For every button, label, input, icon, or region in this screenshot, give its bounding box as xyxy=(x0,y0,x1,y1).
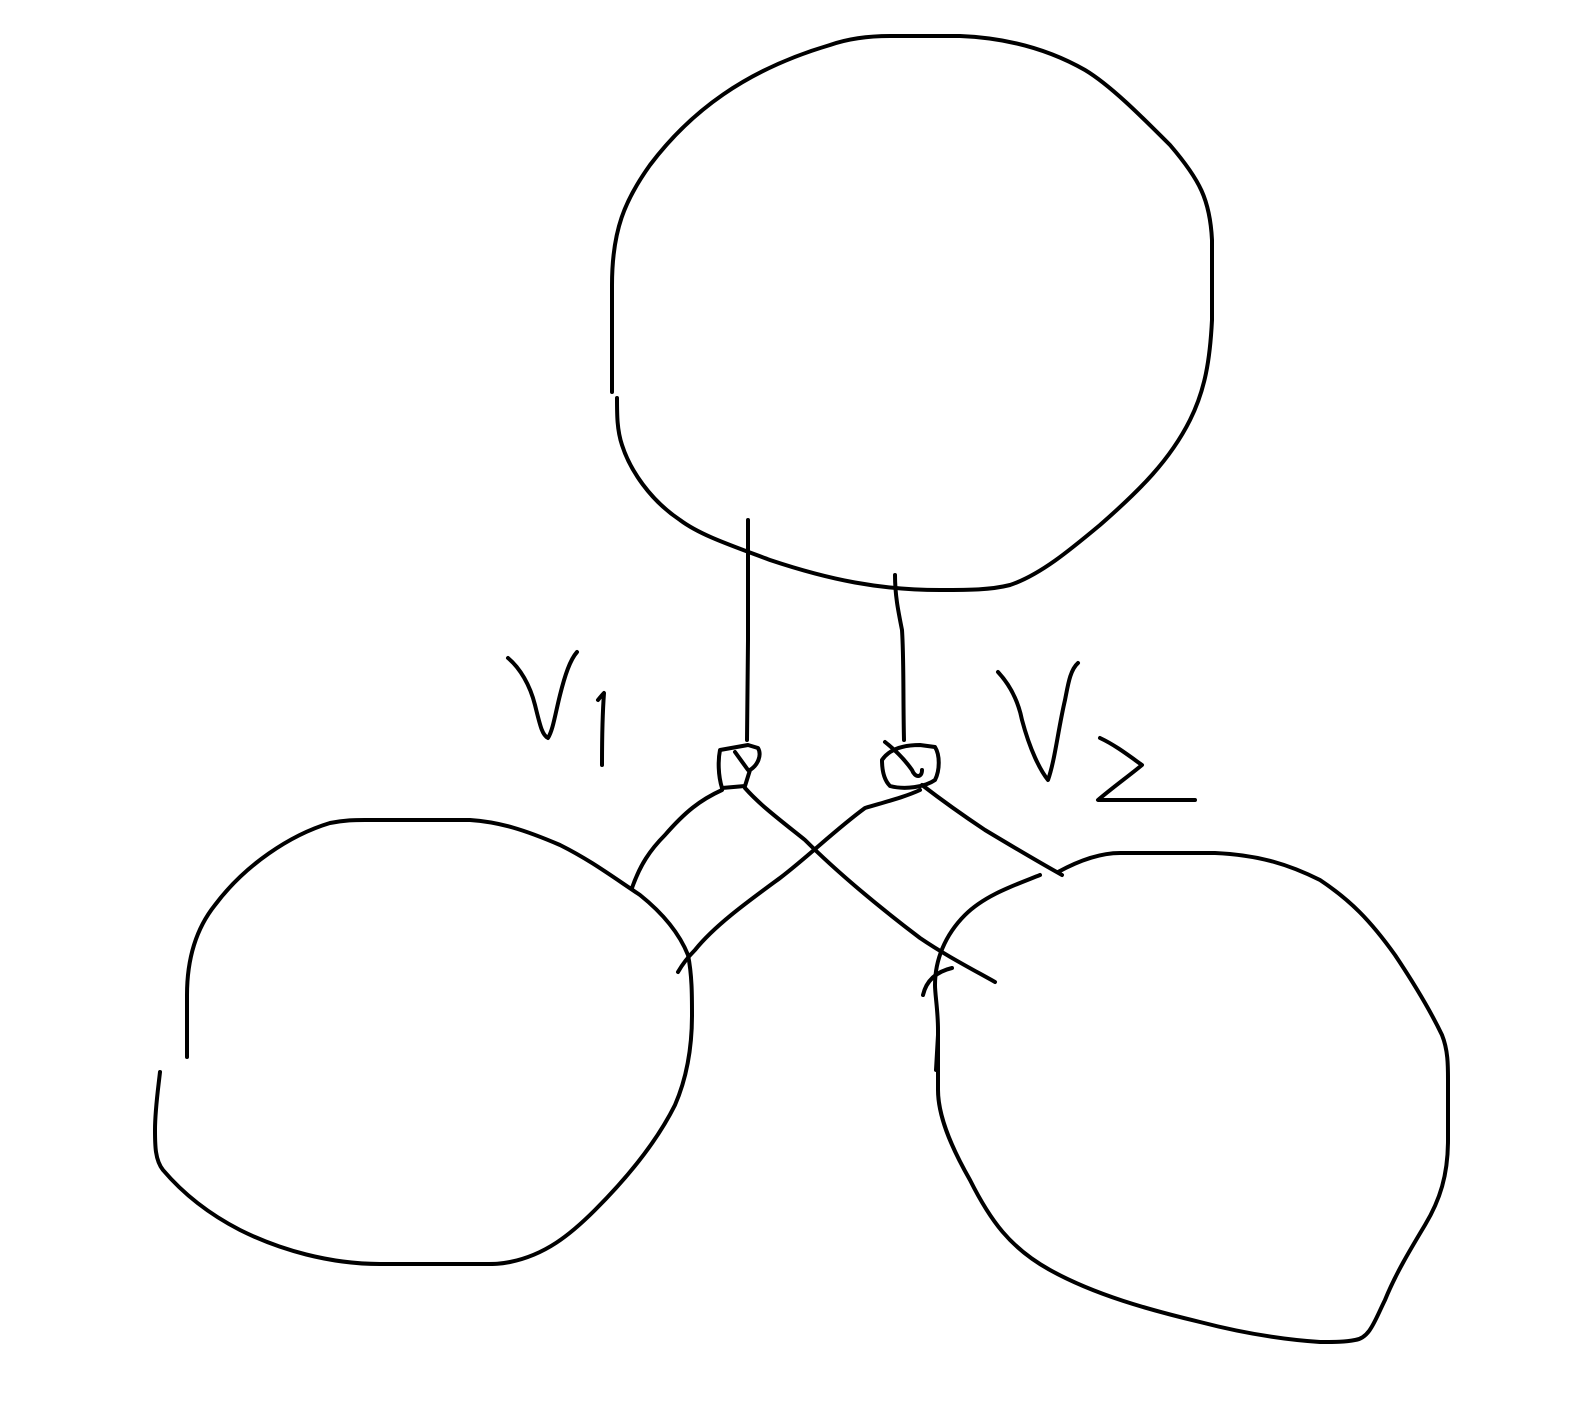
v2-subscript-2 xyxy=(1096,736,1197,802)
wire-node-right-to-right-circle xyxy=(920,783,1064,877)
label-v1-glyph xyxy=(506,650,606,767)
v2-letter-v xyxy=(996,661,1080,782)
right-circle-tick xyxy=(921,966,954,997)
right-circle-stub xyxy=(934,1033,940,1072)
v1-subscript-1 xyxy=(596,691,606,767)
wire-node-left-to-left-circle xyxy=(630,788,724,890)
v1-letter-v xyxy=(506,650,579,740)
wire-left-vertical xyxy=(745,518,750,742)
top-circle xyxy=(610,34,1214,592)
left-circle xyxy=(153,818,694,1266)
wire-node-left-to-right-circle xyxy=(743,786,997,984)
wire-right-vertical xyxy=(893,573,906,742)
node-right xyxy=(880,740,941,790)
wire-node-right-to-left-circle xyxy=(676,788,922,974)
node-left xyxy=(716,743,762,790)
right-circle xyxy=(933,851,1450,1344)
label-v2-glyph xyxy=(996,661,1197,802)
